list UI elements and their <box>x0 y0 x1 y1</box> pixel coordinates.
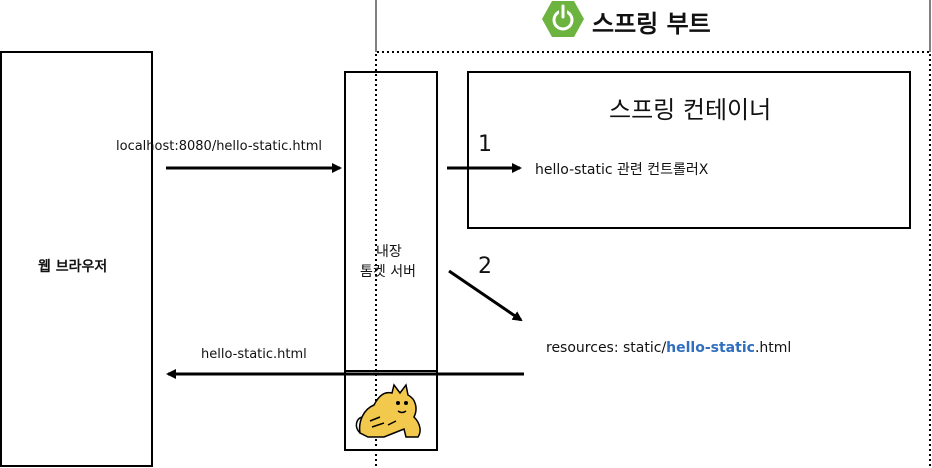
tomcat-divider <box>346 370 438 372</box>
spring-container-title: 스프링 컨테이너 <box>609 96 772 124</box>
tomcat-label-line2: 톰켓 서버 <box>360 264 416 280</box>
step-1: 1 <box>478 132 492 157</box>
spring-container-box: 스프링 컨테이너 <box>467 71 911 229</box>
resource-suffix: .html <box>754 340 792 356</box>
request-url: localhost:8080/hello-static.html <box>116 139 322 154</box>
resource-path: resources: static/hello-static.html <box>546 340 791 356</box>
web-browser-box: 웹 브라우저 <box>0 51 153 467</box>
spring-power-icon <box>542 1 584 37</box>
boot-dotted-boundary <box>375 51 931 466</box>
response-label: hello-static.html <box>201 347 307 362</box>
spring-logo <box>541 0 585 38</box>
step-2: 2 <box>478 254 492 279</box>
controller-text: hello-static 관련 컨트롤러X <box>535 162 709 178</box>
spring-boot-title: 스프링 부트 <box>592 10 711 38</box>
resource-highlight: hello-static <box>666 340 755 356</box>
tomcat-server-box: 내장 톰켓 서버 <box>344 71 438 451</box>
web-browser-label: 웹 브라우저 <box>38 259 108 275</box>
resource-prefix: resources: static/ <box>546 340 667 356</box>
tomcat-cat-icon <box>355 383 421 438</box>
tomcat-label-line1: 내장 <box>376 244 402 260</box>
step2-arrow <box>448 269 523 322</box>
